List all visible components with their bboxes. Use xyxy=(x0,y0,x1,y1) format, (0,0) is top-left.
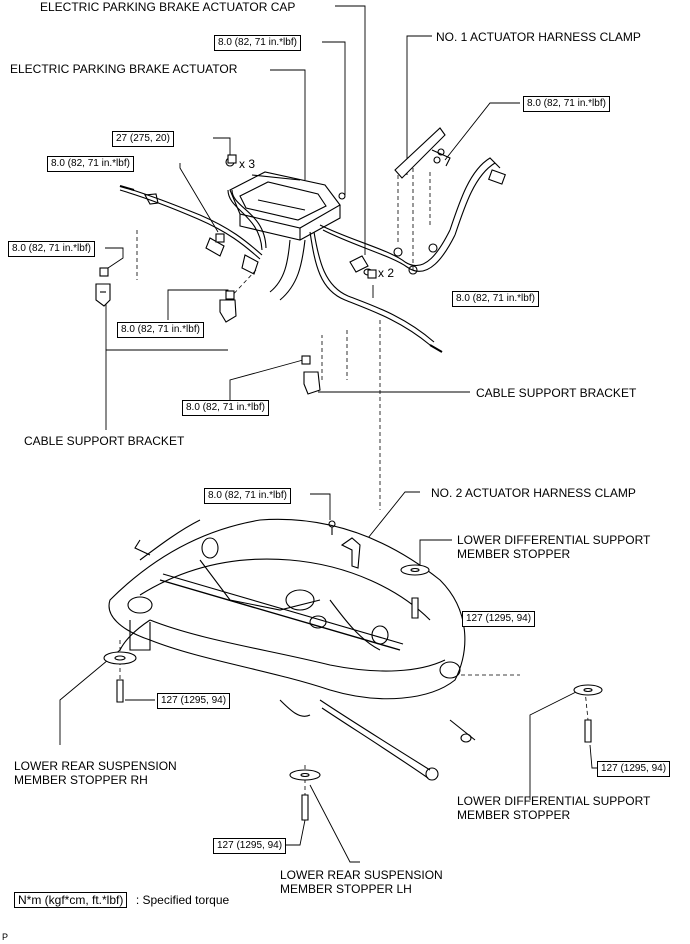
footer-code: P xyxy=(2,932,9,942)
torque-box-cable-left-upper: 8.0 (82, 71 in.*lbf) xyxy=(47,156,134,172)
torque-box-actuator-cap: 8.0 (82, 71 in.*lbf) xyxy=(214,35,301,51)
torque-box-cable-bracket-middle: 8.0 (82, 71 in.*lbf) xyxy=(117,322,204,338)
label-lower-differential-support-member-stopper-bottom: LOWER DIFFERENTIAL SUPPORT MEMBER STOPPE… xyxy=(457,794,651,822)
stopper-rh xyxy=(103,651,137,703)
label-lower-rear-suspension-member-stopper-rh: LOWER REAR SUSPENSION MEMBER STOPPER RH xyxy=(14,759,177,787)
stopper-diff-top xyxy=(400,564,430,619)
torque-box-no2-clamp: 8.0 (82, 71 in.*lbf) xyxy=(204,488,291,504)
torque-box-cable-bracket-left: 8.0 (82, 71 in.*lbf) xyxy=(8,241,95,257)
torque-box-diff-stopper-bottom: 127 (1295, 94) xyxy=(597,761,671,777)
leader-lines xyxy=(59,5,598,863)
label-epb-actuator-cap: ELECTRIC PARKING BRAKE ACTUATOR CAP xyxy=(40,0,296,14)
stopper-lh xyxy=(289,769,321,821)
label-cable-support-bracket-right: CABLE SUPPORT BRACKET xyxy=(476,386,637,400)
quantity-marker-x2: x 2 xyxy=(378,266,395,280)
label-cable-support-bracket-left: CABLE SUPPORT BRACKET xyxy=(24,434,185,448)
stopper-diff-bottom xyxy=(573,684,603,743)
torque-box-no1-clamp: 8.0 (82, 71 in.*lbf) xyxy=(523,96,610,112)
label-epb-actuator: ELECTRIC PARKING BRAKE ACTUATOR xyxy=(10,62,238,76)
torque-box-cable-bracket-right: 8.0 (82, 71 in.*lbf) xyxy=(182,400,269,416)
torque-box-grommet-right: 8.0 (82, 71 in.*lbf) xyxy=(452,291,539,307)
label-no2-actuator-harness-clamp: NO. 2 ACTUATOR HARNESS CLAMP xyxy=(431,486,636,500)
label-lower-rear-suspension-member-stopper-lh: LOWER REAR SUSPENSION MEMBER STOPPER LH xyxy=(280,868,443,896)
legend: N*m (kgf*cm, ft.*lbf) : Specified torque xyxy=(14,891,230,908)
parking-brake-actuator xyxy=(95,127,506,395)
torque-box-actuator-bolts: 27 (275, 20) xyxy=(112,131,174,147)
rear-suspension-member xyxy=(108,518,476,781)
torque-box-rear-stopper-rh: 127 (1295, 94) xyxy=(157,693,231,709)
label-no1-actuator-harness-clamp: NO. 1 ACTUATOR HARNESS CLAMP xyxy=(436,30,641,44)
quantity-marker-x3: x 3 xyxy=(239,157,256,171)
legend-unit-box: N*m (kgf*cm, ft.*lbf) xyxy=(14,892,128,908)
torque-box-diff-stopper-top: 127 (1295, 94) xyxy=(462,611,536,627)
label-lower-differential-support-member-stopper-top: LOWER DIFFERENTIAL SUPPORT MEMBER STOPPE… xyxy=(457,533,651,561)
member-stoppers xyxy=(103,564,603,821)
torque-box-rear-stopper-lh: 127 (1295, 94) xyxy=(213,838,287,854)
legend-description: : Specified torque xyxy=(135,893,230,907)
